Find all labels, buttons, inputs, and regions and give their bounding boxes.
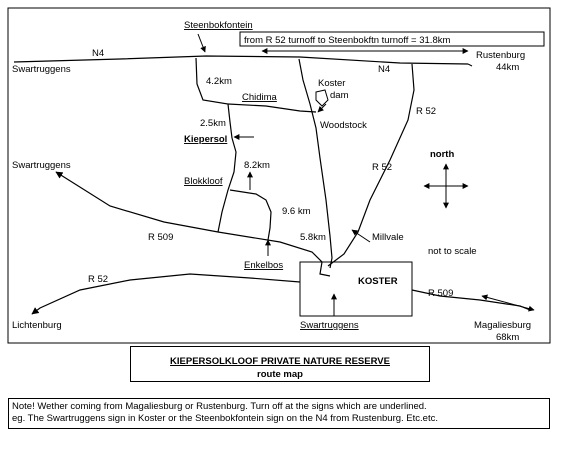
- label-distance-1: 4.2km: [206, 76, 232, 87]
- label-millvale: Millvale: [372, 232, 404, 243]
- map-title: KIEPERSOLKLOOF PRIVATE NATURE RESERVE: [170, 356, 390, 367]
- kiepersol-blokkloof-road: [217, 137, 237, 233]
- label-r509-left: R 509: [148, 232, 173, 243]
- blokkloof-road: [229, 189, 272, 241]
- turnoff-note-box: [239, 31, 545, 47]
- label-r52-top: R 52: [416, 106, 436, 117]
- label-distance-4: 9.6 km: [282, 206, 311, 217]
- label-compass-north: north: [430, 149, 454, 160]
- label-n4-left: N4: [92, 48, 104, 59]
- woodstock-arrow: [317, 103, 327, 113]
- n4-road: [13, 55, 469, 65]
- n4-rustenburg-arrow: [467, 63, 473, 67]
- label-n4-right: N4: [378, 64, 390, 75]
- label-swartruggens-bottom: Swartruggens: [300, 320, 359, 331]
- label-woodstock: Woodstock: [320, 120, 367, 131]
- note-box: Note! Wether coming from Magaliesburg or…: [8, 398, 550, 429]
- map-title-box: KIEPERSOLKLOOF PRIVATE NATURE RESERVE ro…: [130, 346, 430, 382]
- label-swartruggens-top: Swartruggens: [12, 64, 71, 75]
- label-not-to-scale: not to scale: [428, 246, 477, 257]
- label-koster: KOSTER: [358, 276, 398, 287]
- label-enkelbos: Enkelbos: [244, 260, 283, 271]
- label-koster-dam-1: Koster: [318, 78, 345, 89]
- label-magaliesburg-km: 68km: [496, 332, 519, 343]
- label-r52-left: R 52: [88, 274, 108, 285]
- label-distance-3: 8.2km: [244, 160, 270, 171]
- r509-west-road: [55, 171, 331, 277]
- label-lichtenburg: Lichtenburg: [12, 320, 62, 331]
- koster-dam: [315, 89, 329, 107]
- woodstock-koster-road: [298, 58, 333, 269]
- map-frame: [7, 7, 551, 344]
- label-steenbokfontein: Steenbokfontein: [184, 20, 253, 31]
- label-rustenburg: Rustenburg: [476, 50, 525, 61]
- minor-road-kiepersol: [195, 57, 233, 139]
- r52-road: [327, 63, 415, 267]
- r52-west-road: [31, 273, 301, 315]
- magaliesburg-arrow: [481, 294, 535, 312]
- label-blokkloof: Blokkloof: [184, 176, 223, 187]
- millvale-arrow: [351, 229, 371, 243]
- label-distance-2: 2.5km: [200, 118, 226, 129]
- koster-box: [299, 261, 413, 317]
- label-chidima: Chidima: [242, 92, 278, 103]
- label-magaliesburg: Magaliesburg: [474, 320, 531, 331]
- label-distance-5: 5.8km: [300, 232, 326, 243]
- label-r509-right: R 509: [428, 288, 453, 299]
- note-line-2: eg. The Swartruggens sign in Koster or t…: [12, 413, 438, 424]
- steenbokfontein-arrow: [197, 33, 206, 53]
- label-swartruggens-mid: Swartruggens: [12, 160, 71, 171]
- label-rustenburg-km: 44km: [496, 62, 519, 73]
- note-line-1: Note! Wether coming from Magaliesburg or…: [12, 401, 427, 412]
- label-kiepersol: Kiepersol: [184, 134, 227, 145]
- label-koster-dam-2: dam: [330, 90, 349, 101]
- label-r52-mid: R 52: [372, 162, 392, 173]
- chidima-woodstock-road: [227, 103, 317, 113]
- turnoff-note: from R 52 turnoff to Steenbokftn turnoff…: [244, 35, 450, 46]
- map-subtitle: route map: [257, 369, 303, 380]
